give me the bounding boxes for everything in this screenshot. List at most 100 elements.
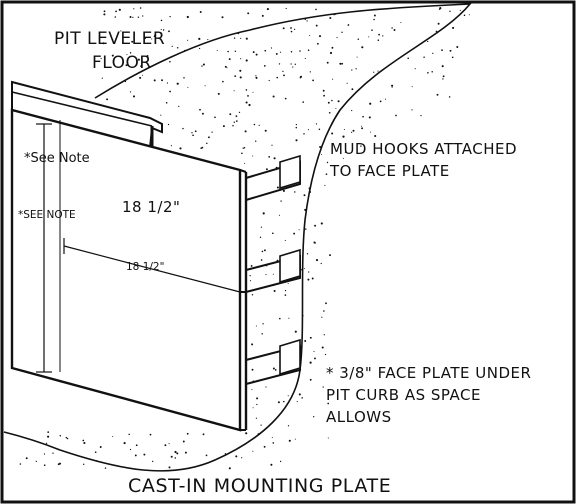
stipple-dot bbox=[303, 268, 306, 270]
stipple-dot bbox=[152, 460, 154, 463]
stipple-dot bbox=[186, 15, 189, 19]
stipple-dot bbox=[442, 78, 444, 80]
stipple-dot bbox=[131, 40, 134, 43]
stipple-dot bbox=[400, 22, 402, 24]
stipple-dot bbox=[176, 452, 179, 455]
stipple-dot bbox=[139, 76, 142, 79]
stipple-dot bbox=[351, 88, 354, 91]
stipple-dot bbox=[276, 76, 279, 79]
stipple-dot bbox=[256, 403, 258, 406]
stipple-dot bbox=[118, 8, 121, 11]
stipple-dot bbox=[323, 310, 325, 312]
stipple-dot bbox=[256, 397, 259, 400]
stipple-dot bbox=[288, 439, 291, 442]
stipple-dot bbox=[327, 437, 329, 439]
concrete-outline bbox=[3, 3, 472, 472]
stipple-dot bbox=[153, 34, 156, 37]
stipple-dot bbox=[284, 289, 287, 292]
stipple-dot bbox=[255, 140, 257, 142]
stipple-dot bbox=[374, 134, 377, 138]
stipple-dot bbox=[47, 435, 50, 438]
stipple-dot bbox=[407, 57, 410, 60]
stipple-dot bbox=[441, 65, 444, 68]
stipple-dot bbox=[306, 253, 309, 255]
stipple-dot bbox=[298, 229, 300, 231]
stipple-dot bbox=[255, 417, 257, 419]
stipple-dot bbox=[347, 24, 350, 26]
stipple-dot bbox=[427, 72, 429, 74]
stipple-dot bbox=[206, 142, 208, 145]
mud-hook bbox=[245, 154, 301, 201]
stipple-dot bbox=[227, 50, 229, 53]
stipple-dot bbox=[186, 432, 189, 435]
stipple-dot bbox=[132, 16, 134, 18]
stipple-dot bbox=[263, 445, 266, 448]
stipple-dot bbox=[83, 441, 86, 445]
stipple-dot bbox=[283, 74, 285, 77]
stipple-dot bbox=[373, 14, 376, 17]
stipple-dot bbox=[245, 59, 248, 62]
stipple-dot bbox=[336, 37, 338, 39]
stipple-dot bbox=[304, 57, 306, 59]
stipple-dot bbox=[287, 425, 290, 427]
stipple-dot bbox=[222, 125, 225, 128]
stipple-dot bbox=[241, 457, 243, 459]
stipple-dot bbox=[176, 46, 179, 49]
stipple-dot bbox=[160, 19, 163, 22]
stipple-dot bbox=[146, 54, 149, 57]
stipple-dot bbox=[319, 146, 322, 148]
stipple-dot bbox=[318, 128, 321, 131]
stipple-dot bbox=[133, 8, 135, 10]
stipple-dot bbox=[278, 214, 281, 216]
stipple-dot bbox=[341, 62, 344, 65]
stipple-dot bbox=[174, 450, 177, 454]
stipple-dot bbox=[112, 39, 114, 41]
stipple-dot bbox=[373, 71, 375, 73]
stipple-dot bbox=[279, 317, 281, 320]
stipple-dot bbox=[321, 154, 323, 156]
stipple-dot bbox=[238, 111, 241, 114]
stipple-dot bbox=[313, 350, 315, 352]
stipple-dot bbox=[420, 114, 422, 117]
stipple-dot bbox=[437, 22, 440, 25]
stipple-dot bbox=[19, 463, 22, 465]
stipple-dot bbox=[237, 32, 240, 35]
stipple-dot bbox=[238, 446, 240, 449]
stipple-dot bbox=[268, 79, 270, 82]
stipple-dot bbox=[333, 14, 335, 16]
stipple-dot bbox=[308, 187, 311, 190]
stipple-dot bbox=[328, 111, 331, 114]
stipple-dot bbox=[224, 453, 227, 455]
stipple-dot bbox=[290, 30, 293, 33]
stipple-dot bbox=[331, 132, 334, 135]
stipple-dot bbox=[234, 75, 237, 77]
stipple-dot bbox=[309, 361, 312, 364]
label-dimension-height: 18 1/2" bbox=[122, 198, 180, 216]
stipple-dot bbox=[57, 463, 60, 466]
stipple-dot bbox=[368, 36, 370, 38]
stipple-dot bbox=[165, 102, 168, 104]
stipple-dot bbox=[129, 91, 132, 93]
stipple-dot bbox=[414, 68, 416, 70]
stipple-dot bbox=[242, 147, 244, 149]
stipple-dot bbox=[169, 60, 171, 63]
stipple-dot bbox=[270, 463, 273, 466]
stipple-dot bbox=[377, 70, 379, 72]
stipple-dot bbox=[151, 38, 153, 40]
stipple-dot bbox=[104, 467, 107, 469]
stipple-dot bbox=[132, 95, 136, 98]
stipple-dot bbox=[271, 232, 274, 235]
stipple-dot bbox=[261, 250, 264, 253]
stipple-dot bbox=[214, 116, 216, 119]
stipple-dot bbox=[202, 433, 205, 436]
stipple-dot bbox=[331, 46, 334, 49]
stipple-dot bbox=[45, 442, 48, 444]
stipple-dot bbox=[290, 63, 292, 65]
stipple-dot bbox=[322, 386, 324, 388]
stipple-dot bbox=[160, 29, 162, 31]
stipple-dot bbox=[184, 49, 186, 52]
label-note-line1: * 3/8" FACE PLATE UNDER bbox=[326, 364, 531, 382]
stipple-dot bbox=[184, 451, 187, 454]
